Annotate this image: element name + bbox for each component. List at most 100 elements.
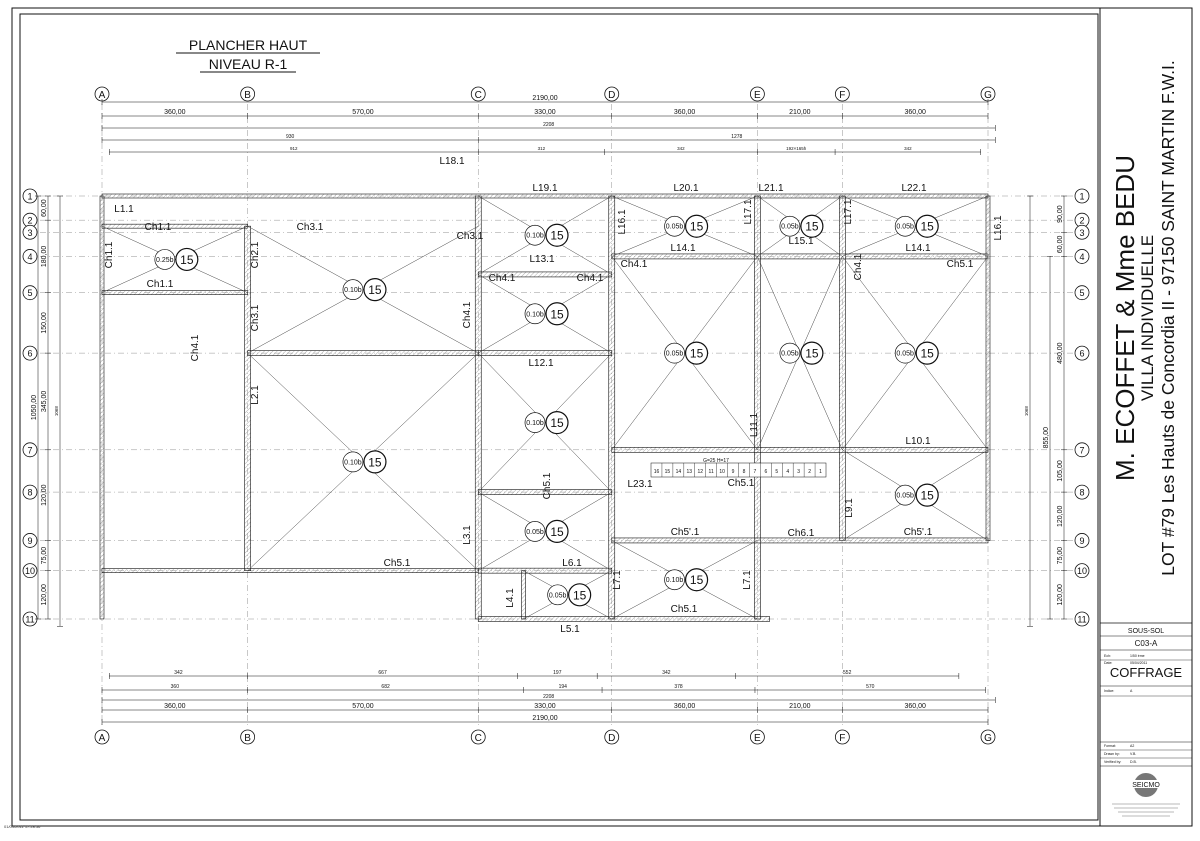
beam-label: L6.1 [562,558,582,569]
grid-label: C [475,90,482,101]
format-value: A2 [1130,744,1134,748]
beam-label: Ch5'.1 [671,527,700,538]
beam-label: L13.1 [529,254,554,265]
beam-label: Ch1.1 [104,241,115,268]
beam-label: Ch3.1 [250,304,261,331]
stair-step-number: 6 [764,469,767,475]
grid-bubble [22,442,38,458]
grid-label: 5 [1079,288,1084,298]
beam-label: L17.1 [843,199,854,224]
dim-bottom-clear: 667 [378,670,387,676]
beam-label: L4.1 [505,588,516,608]
dim-right: 60,00 [1057,235,1064,253]
slab-thickness-label: 15 [550,307,564,321]
grid-label: E [754,90,761,101]
grid-bubble [1074,345,1090,361]
grid-label: 7 [27,445,32,455]
drawing-ref: C03-A [1135,639,1158,648]
grid-bubble [604,86,620,102]
grid-label: B [244,733,251,744]
dim-bottom-inner: 194 [559,684,568,690]
beam-label: Ch4.1 [621,259,648,270]
dim-left: 180,00 [41,246,48,268]
slab-thickness-label: 15 [805,347,819,361]
slab-load-circle [154,249,176,270]
slab-thickness-label: 15 [180,253,194,267]
grid-bubble [1074,484,1090,500]
dim-bottom-inner: 570 [866,684,875,690]
beam-label: L17.1 [743,199,754,224]
slab-thickness-label: 15 [690,347,704,361]
slab-thickness-circle [545,223,569,247]
beam-label: L22.1 [901,183,926,194]
grid-bubble [22,484,38,500]
beam-label: L2.1 [250,385,261,405]
grid-bubble [22,249,38,264]
stair-step-number: 14 [676,469,682,475]
beam-label: L5.1 [560,624,580,635]
slab-thickness-label: 15 [368,455,382,469]
beam-label: L23.1 [627,479,652,490]
slab-load-label: 0.10b [526,311,544,318]
grid-bubble [22,563,38,579]
grid-bubble [1074,533,1090,548]
slab-thickness-circle [684,568,709,592]
grid-label: 1 [1079,192,1084,202]
slab-load-circle [524,303,546,325]
slab-load-label: 0.05b [526,529,544,536]
dim-left: 60,00 [41,199,48,217]
slab-thickness-circle [915,483,939,507]
beam [101,193,989,199]
dim-right: 120,00 [1057,505,1064,527]
beam [611,253,989,260]
grid-bubble [1074,188,1090,204]
slab-thickness-label: 15 [920,220,934,234]
grid-label: 2 [1079,216,1084,226]
slab-thickness-label: 15 [920,347,934,361]
beam-label: L14.1 [905,243,930,254]
stair-step-number: 1 [819,469,822,475]
stair-step-number: 15 [665,469,671,475]
slab-load-label: 0.10b [344,287,362,294]
slab-thickness-label: 15 [690,573,704,587]
slab-thickness-label: 15 [805,220,819,234]
slab-thickness-circle [545,411,569,435]
slab-thickness-label: 15 [573,588,587,602]
slab-load-circle [894,342,916,364]
grid-label: D [608,733,615,744]
grid-label: 4 [1079,252,1084,262]
grid-bubble [240,729,256,745]
beam-label: Ch4.1 [462,301,473,328]
slab-load-circle [779,215,801,237]
grid-label: 8 [1079,488,1084,498]
grid-label: 3 [27,228,32,238]
stair-step-number: 8 [743,469,746,475]
dim-right: 480,00 [1057,342,1064,364]
beam-label: Ch4.1 [577,273,604,284]
beam-label: L7.1 [742,570,753,590]
beam [611,446,989,453]
grid-bubble [749,729,765,745]
slab-thickness-circle [915,214,939,238]
dim-span-bottom: 210,00 [789,703,811,710]
dim-inner: 912 [290,146,298,151]
dim-bottom-clear: 342 [662,670,671,676]
dim-subspan: 930 [286,134,295,140]
beam [477,567,613,574]
level-label: SOUS-SOL [1128,628,1164,635]
beam-label: Ch5.1 [384,558,411,569]
stair-step-number: 2 [808,469,811,475]
grid-label: 6 [1079,349,1084,359]
grid-bubble [1074,224,1090,240]
grid-label: 5 [27,288,32,298]
stair-step-number: 3 [797,469,800,475]
slab-thickness-circle [545,302,569,326]
scale-label: Ech: [1104,654,1111,658]
grid-label: 9 [27,536,32,546]
stair-step-number: 16 [654,469,660,475]
slab-thickness-circle [568,583,592,607]
project-name: VILLA INDIVIDUELLE [1138,235,1157,401]
dim-bottom-clear: 197 [553,670,562,676]
dim-bottom-inner: 378 [674,684,683,690]
